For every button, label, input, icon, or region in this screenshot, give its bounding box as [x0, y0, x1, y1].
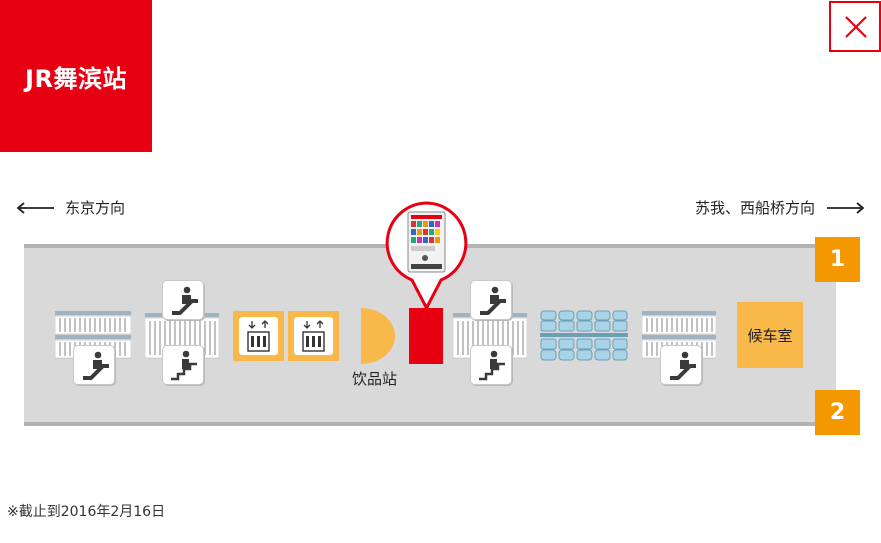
vending-machine-marker[interactable] — [409, 308, 443, 364]
direction-left: 东京方向 — [16, 197, 125, 218]
track-number-1: 1 — [815, 237, 860, 282]
stairs-card[interactable] — [162, 345, 204, 385]
escalator-card[interactable] — [162, 280, 204, 320]
escalator-card[interactable] — [73, 345, 115, 385]
elevator[interactable] — [233, 311, 284, 361]
stairs-icon — [479, 350, 505, 381]
arrow-right-icon — [827, 201, 865, 214]
footnote: ※截止到2016年2月16日 — [7, 504, 166, 520]
drink-station-marker[interactable] — [361, 308, 395, 364]
station-name: JR舞滨站 — [25, 64, 127, 93]
elevator-icon — [247, 320, 270, 352]
close-icon — [845, 16, 867, 38]
direction-right: 苏我、西船桥方向 — [695, 197, 865, 218]
bench-icon — [540, 310, 628, 361]
escalator-icon — [83, 351, 109, 380]
escalator-card[interactable] — [470, 280, 512, 320]
vending-machine-icon — [407, 211, 446, 273]
elevator[interactable] — [288, 311, 339, 361]
stairs-card[interactable] — [470, 345, 512, 385]
track-number-2: 2 — [815, 390, 860, 435]
waiting-room-label: 候车室 — [747, 326, 793, 345]
escalator-icon — [172, 286, 198, 315]
arrow-left-icon — [16, 201, 54, 214]
escalator-card[interactable] — [660, 345, 702, 385]
escalator-icon — [670, 351, 696, 380]
close-button[interactable] — [829, 1, 881, 52]
stairs-icon — [171, 350, 197, 381]
direction-left-label: 东京方向 — [65, 199, 126, 217]
waiting-room[interactable]: 候车室 — [737, 302, 803, 368]
station-name-badge: JR舞滨站 — [0, 0, 152, 152]
drink-station-label: 饮品站 — [352, 370, 398, 388]
direction-right-label: 苏我、西船桥方向 — [694, 199, 815, 217]
vending-machine-bubble — [385, 201, 468, 310]
escalator-icon — [480, 286, 506, 315]
elevator-icon — [302, 320, 325, 352]
